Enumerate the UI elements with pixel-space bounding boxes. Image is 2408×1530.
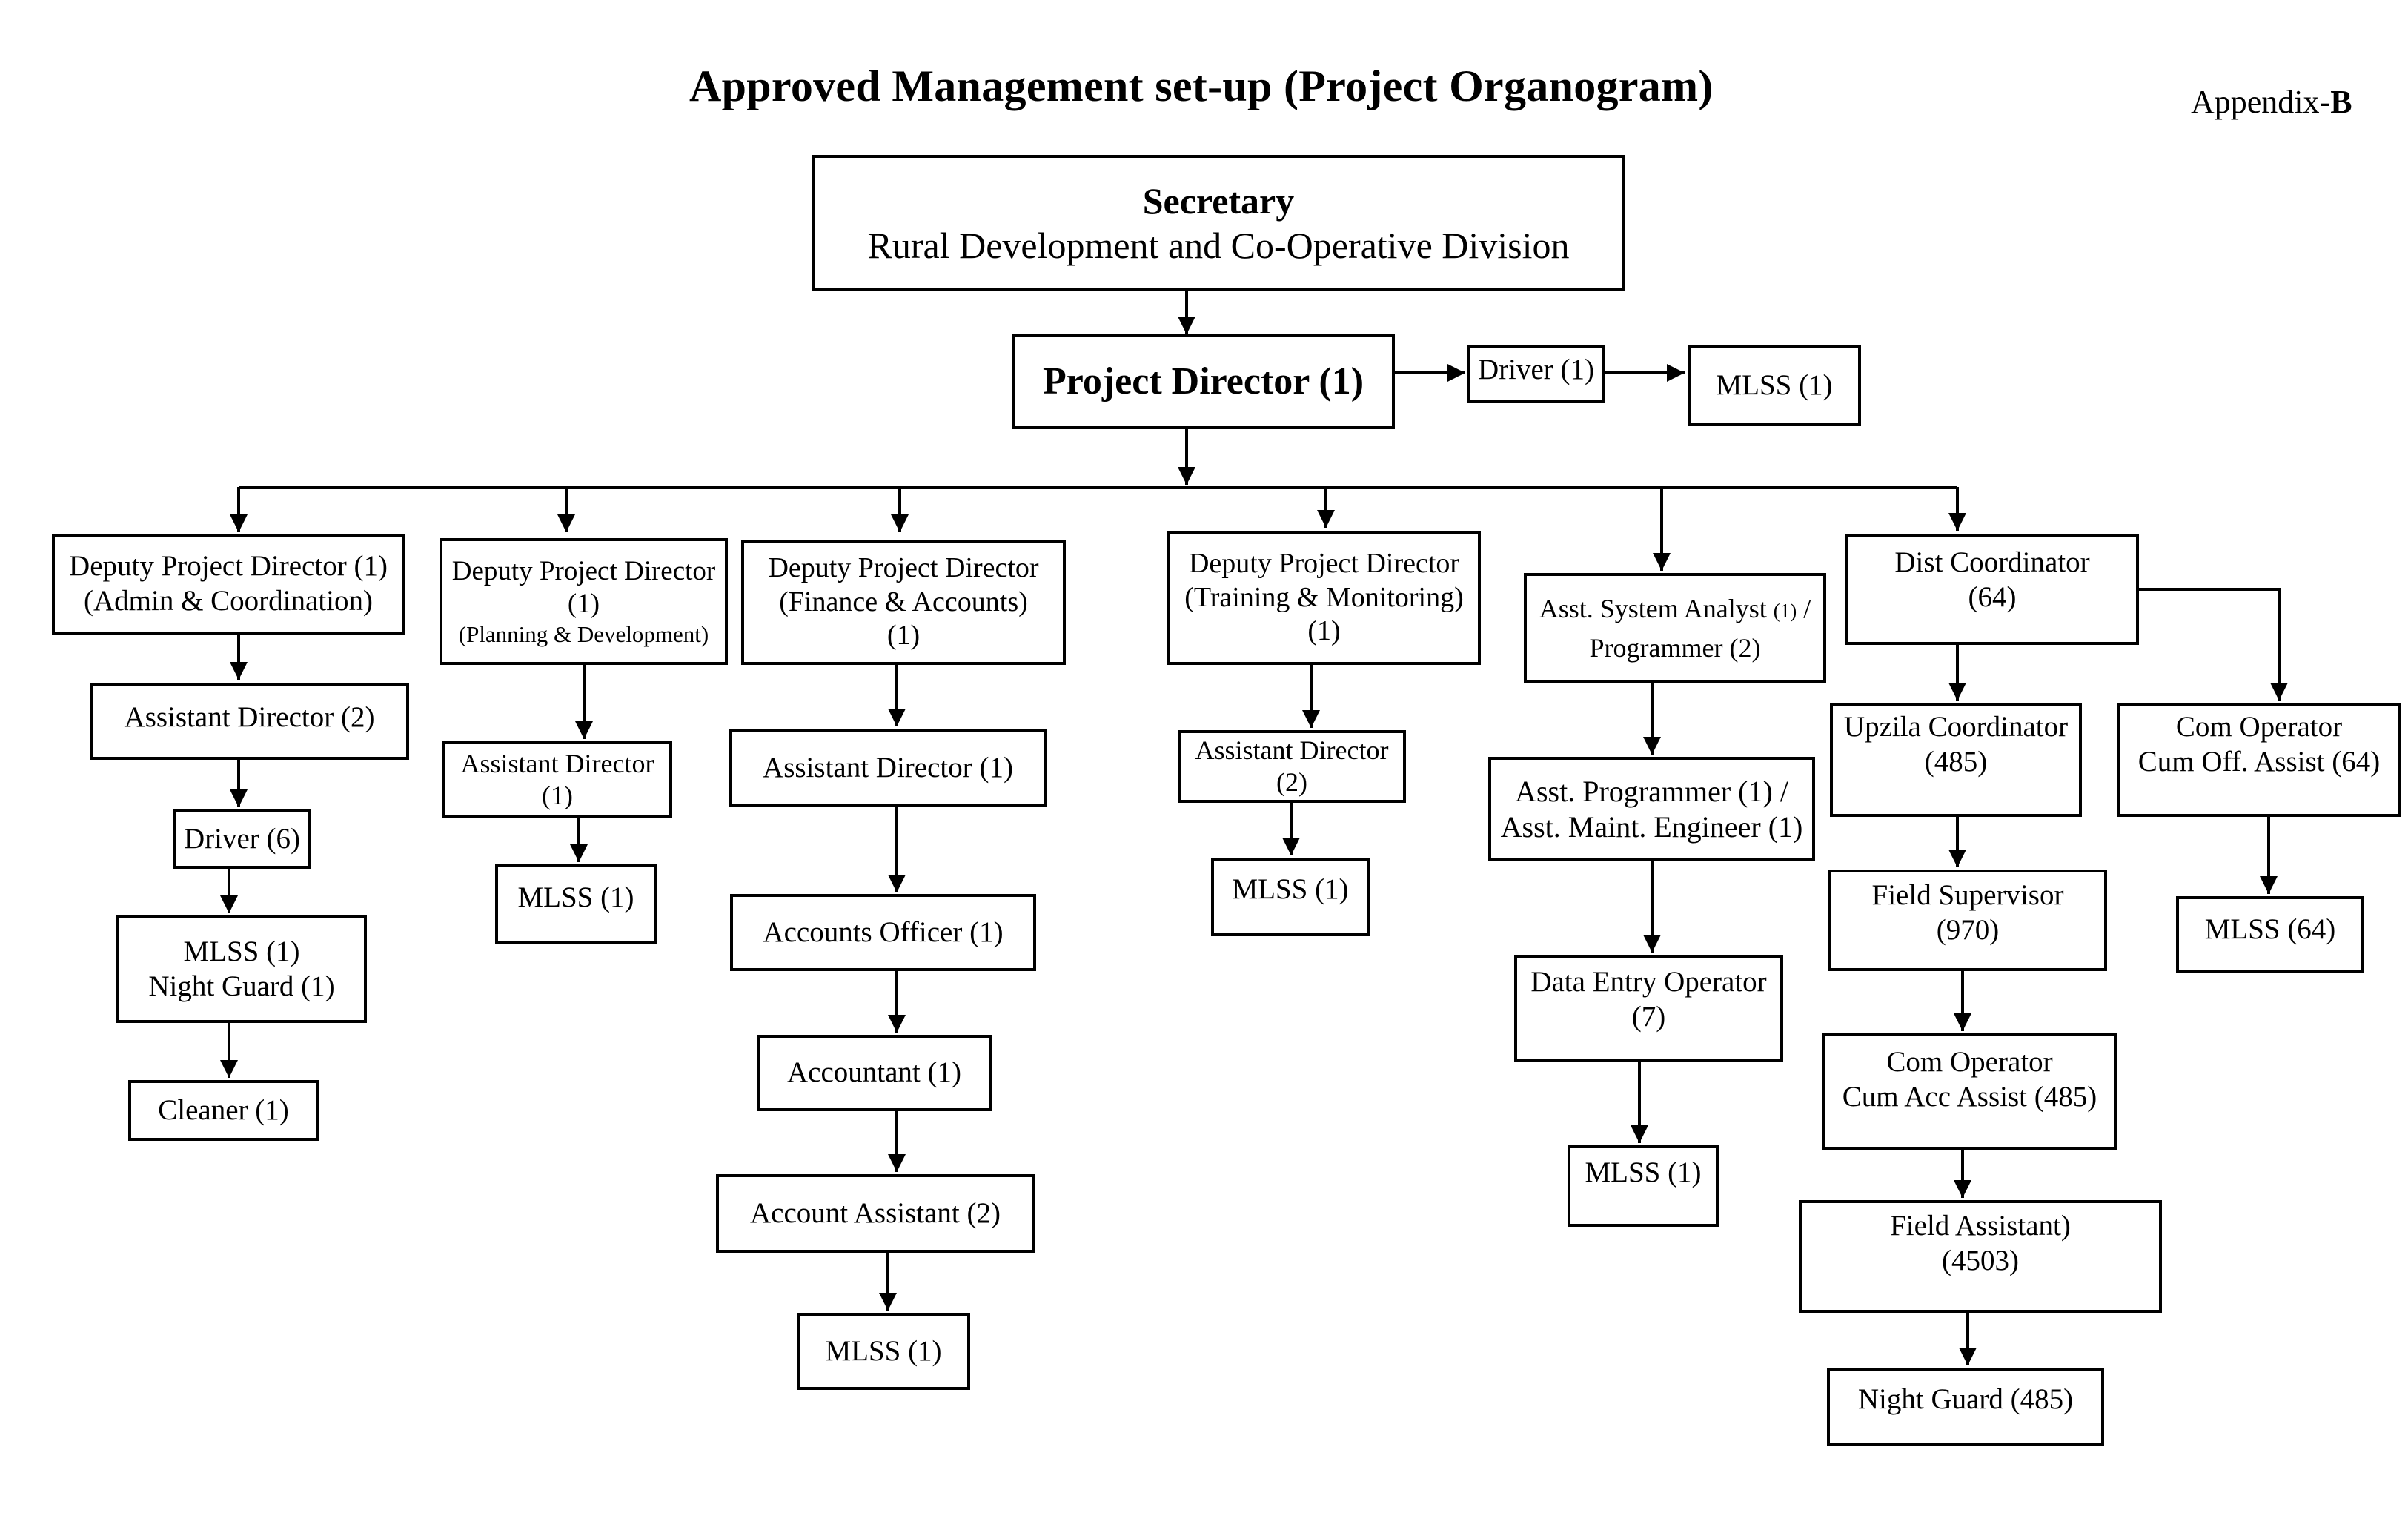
node-finance-accountant: Accountant (1) [757,1035,992,1111]
node-pd-mlss: MLSS (1) [1688,345,1861,426]
node-finance-assistant-director: Assistant Director (1) [729,729,1047,807]
upzila-line1: Upzila Coordinator [1843,711,2069,743]
fa-line2: (4503) [1942,1244,2019,1276]
dpd-training-line1: Deputy Project Director [1188,548,1460,580]
ng-label: Night Guard (485) [1857,1383,2074,1415]
node-admin-assistant-director: Assistant Director (2) [90,683,409,760]
node-data-entry-operator: Data Entry Operator (7) [1514,955,1783,1062]
node-pd-driver: Driver (1) [1467,345,1605,403]
training-mlss-label: MLSS (1) [1232,873,1349,905]
finance-aa-label: Account Assistant (2) [750,1196,1001,1229]
node-asst-programmer: Asst. Programmer (1) / Asst. Maint. Engi… [1488,757,1815,861]
node-project-director: Project Director (1) [1012,334,1395,429]
appendix-label: Appendix-B [2191,83,2352,121]
appendix-prefix: Appendix- [2191,84,2331,120]
page-title: Approved Management set-up (Project Orga… [689,62,1714,110]
node-dpd-finance: Deputy Project Director (Finance & Accou… [741,540,1066,665]
dpd-planning-line3: (Planning & Development) [458,621,709,648]
dpd-planning-line1: Deputy Project Director [451,555,716,586]
finance-accountant-label: Accountant (1) [787,1056,961,1089]
node-asst-system-analyst: Asst. System Analyst (1) / Programmer (2… [1524,573,1826,683]
node-night-guard: Night Guard (485) [1827,1368,2104,1446]
com-mlss-label: MLSS (64) [2204,913,2336,945]
connector-dist-comoff [2136,588,2288,701]
node-upzila-coordinator: Upzila Coordinator (485) [1830,703,2082,817]
node-finance-mlss: MLSS (1) [797,1313,970,1390]
coma-line2: Cum Acc Assist (485) [1842,1080,2097,1113]
training-ad-line1: Assistant Director [1195,735,1389,765]
node-field-assistant: Field Assistant) (4503) [1799,1200,2162,1313]
dpd-finance-line1: Deputy Project Director [768,552,1039,584]
asa-prog-line2: Asst. Maint. Engineer (1) [1500,809,1803,844]
planning-ad-line2: (1) [542,781,573,810]
node-planning-assistant-director: Assistant Director (1) [442,741,672,818]
node-admin-driver: Driver (6) [173,809,311,869]
node-admin-mlss-nightguard: MLSS (1) Night Guard (1) [116,915,367,1023]
asa-prog-line1: Asst. Programmer (1) / [1515,774,1788,808]
node-training-assistant-director: Assistant Director (2) [1178,730,1406,803]
pd-mlss-label: MLSS (1) [1716,369,1833,402]
dist-line1: Dist Coordinator [1894,546,2090,578]
dpd-finance-line2: (Finance & Accounts) [779,586,1028,617]
admin-cleaner-label: Cleaner (1) [158,1093,289,1126]
finance-ao-label: Accounts Officer (1) [763,915,1004,948]
node-secretary: Secretary Rural Development and Co-Opera… [812,155,1625,291]
admin-mlss-line2: Night Guard (1) [148,970,335,1002]
coma-line1: Com Operator [1886,1046,2053,1078]
admin-driver-label: Driver (6) [183,822,300,855]
asa-deo-line1: Data Entry Operator [1530,966,1767,998]
admin-mlss-line1: MLSS (1) [183,935,300,967]
upzila-line2: (485) [1924,745,1988,778]
node-admin-cleaner: Cleaner (1) [128,1080,319,1141]
node-planning-mlss: MLSS (1) [495,864,657,944]
node-asa-mlss: MLSS (1) [1568,1145,1719,1227]
appendix-letter: B [2330,84,2352,120]
pd-driver-label: Driver (1) [1477,354,1594,385]
node-finance-accounts-officer: Accounts Officer (1) [730,894,1036,971]
comoff-line2: Cum Off. Assist (64) [2137,745,2381,778]
fa-line1: Field Assistant) [1890,1210,2071,1242]
dpd-admin-line1: Deputy Project Director (1) [69,550,388,583]
finance-ad-label: Assistant Director (1) [763,751,1013,784]
secretary-subtitle: Rural Development and Co-Operative Divis… [867,225,1570,266]
fs-line2: (970) [1936,913,2000,946]
training-ad-line2: (2) [1276,767,1307,797]
node-dist-coordinator: Dist Coordinator (64) [1845,534,2139,645]
node-dpd-planning: Deputy Project Director (1) (Planning & … [440,538,728,665]
finance-mlss-label: MLSS (1) [825,1334,942,1367]
dpd-planning-line2: (1) [567,588,600,619]
dist-line2: (64) [1968,580,2017,613]
node-com-mlss: MLSS (64) [2176,896,2364,973]
asa-mlss-label: MLSS (1) [1585,1156,1702,1188]
node-training-mlss: MLSS (1) [1211,858,1370,936]
comoff-line1: Com Operator [2175,711,2343,743]
asa-line1-count: (1) [1773,600,1797,623]
dpd-training-line3: (1) [1307,615,1341,647]
node-com-operator-off: Com Operator Cum Off. Assist (64) [2117,703,2401,817]
planning-ad-line1: Assistant Director [460,748,654,778]
dpd-training-line2: (Training & Monitoring) [1184,581,1464,613]
dpd-admin-line2: (Admin & Coordination) [84,585,373,617]
secretary-title: Secretary [1142,180,1295,222]
asa-line1-sep: / [1797,594,1811,624]
node-com-operator-acc: Com Operator Cum Acc Assist (485) [1822,1033,2117,1150]
node-finance-account-assistant: Account Assistant (2) [716,1174,1035,1253]
dpd-finance-line3: (1) [886,620,921,652]
asa-line1-title: Asst. System Analyst [1539,594,1774,624]
planning-mlss-label: MLSS (1) [517,881,634,913]
asa-line1: Asst. System Analyst (1) / [1539,589,1811,628]
asa-line2: Programmer (2) [1589,632,1761,663]
node-field-supervisor: Field Supervisor (970) [1828,870,2107,971]
admin-ad-label: Assistant Director (2) [124,701,375,733]
asa-deo-line2: (7) [1631,1000,1666,1033]
node-dpd-admin: Deputy Project Director (1) (Admin & Coo… [52,534,405,635]
fs-line1: Field Supervisor [1871,879,2064,911]
project-director-label: Project Director (1) [1042,360,1364,403]
node-dpd-training: Deputy Project Director (Training & Moni… [1167,531,1481,665]
